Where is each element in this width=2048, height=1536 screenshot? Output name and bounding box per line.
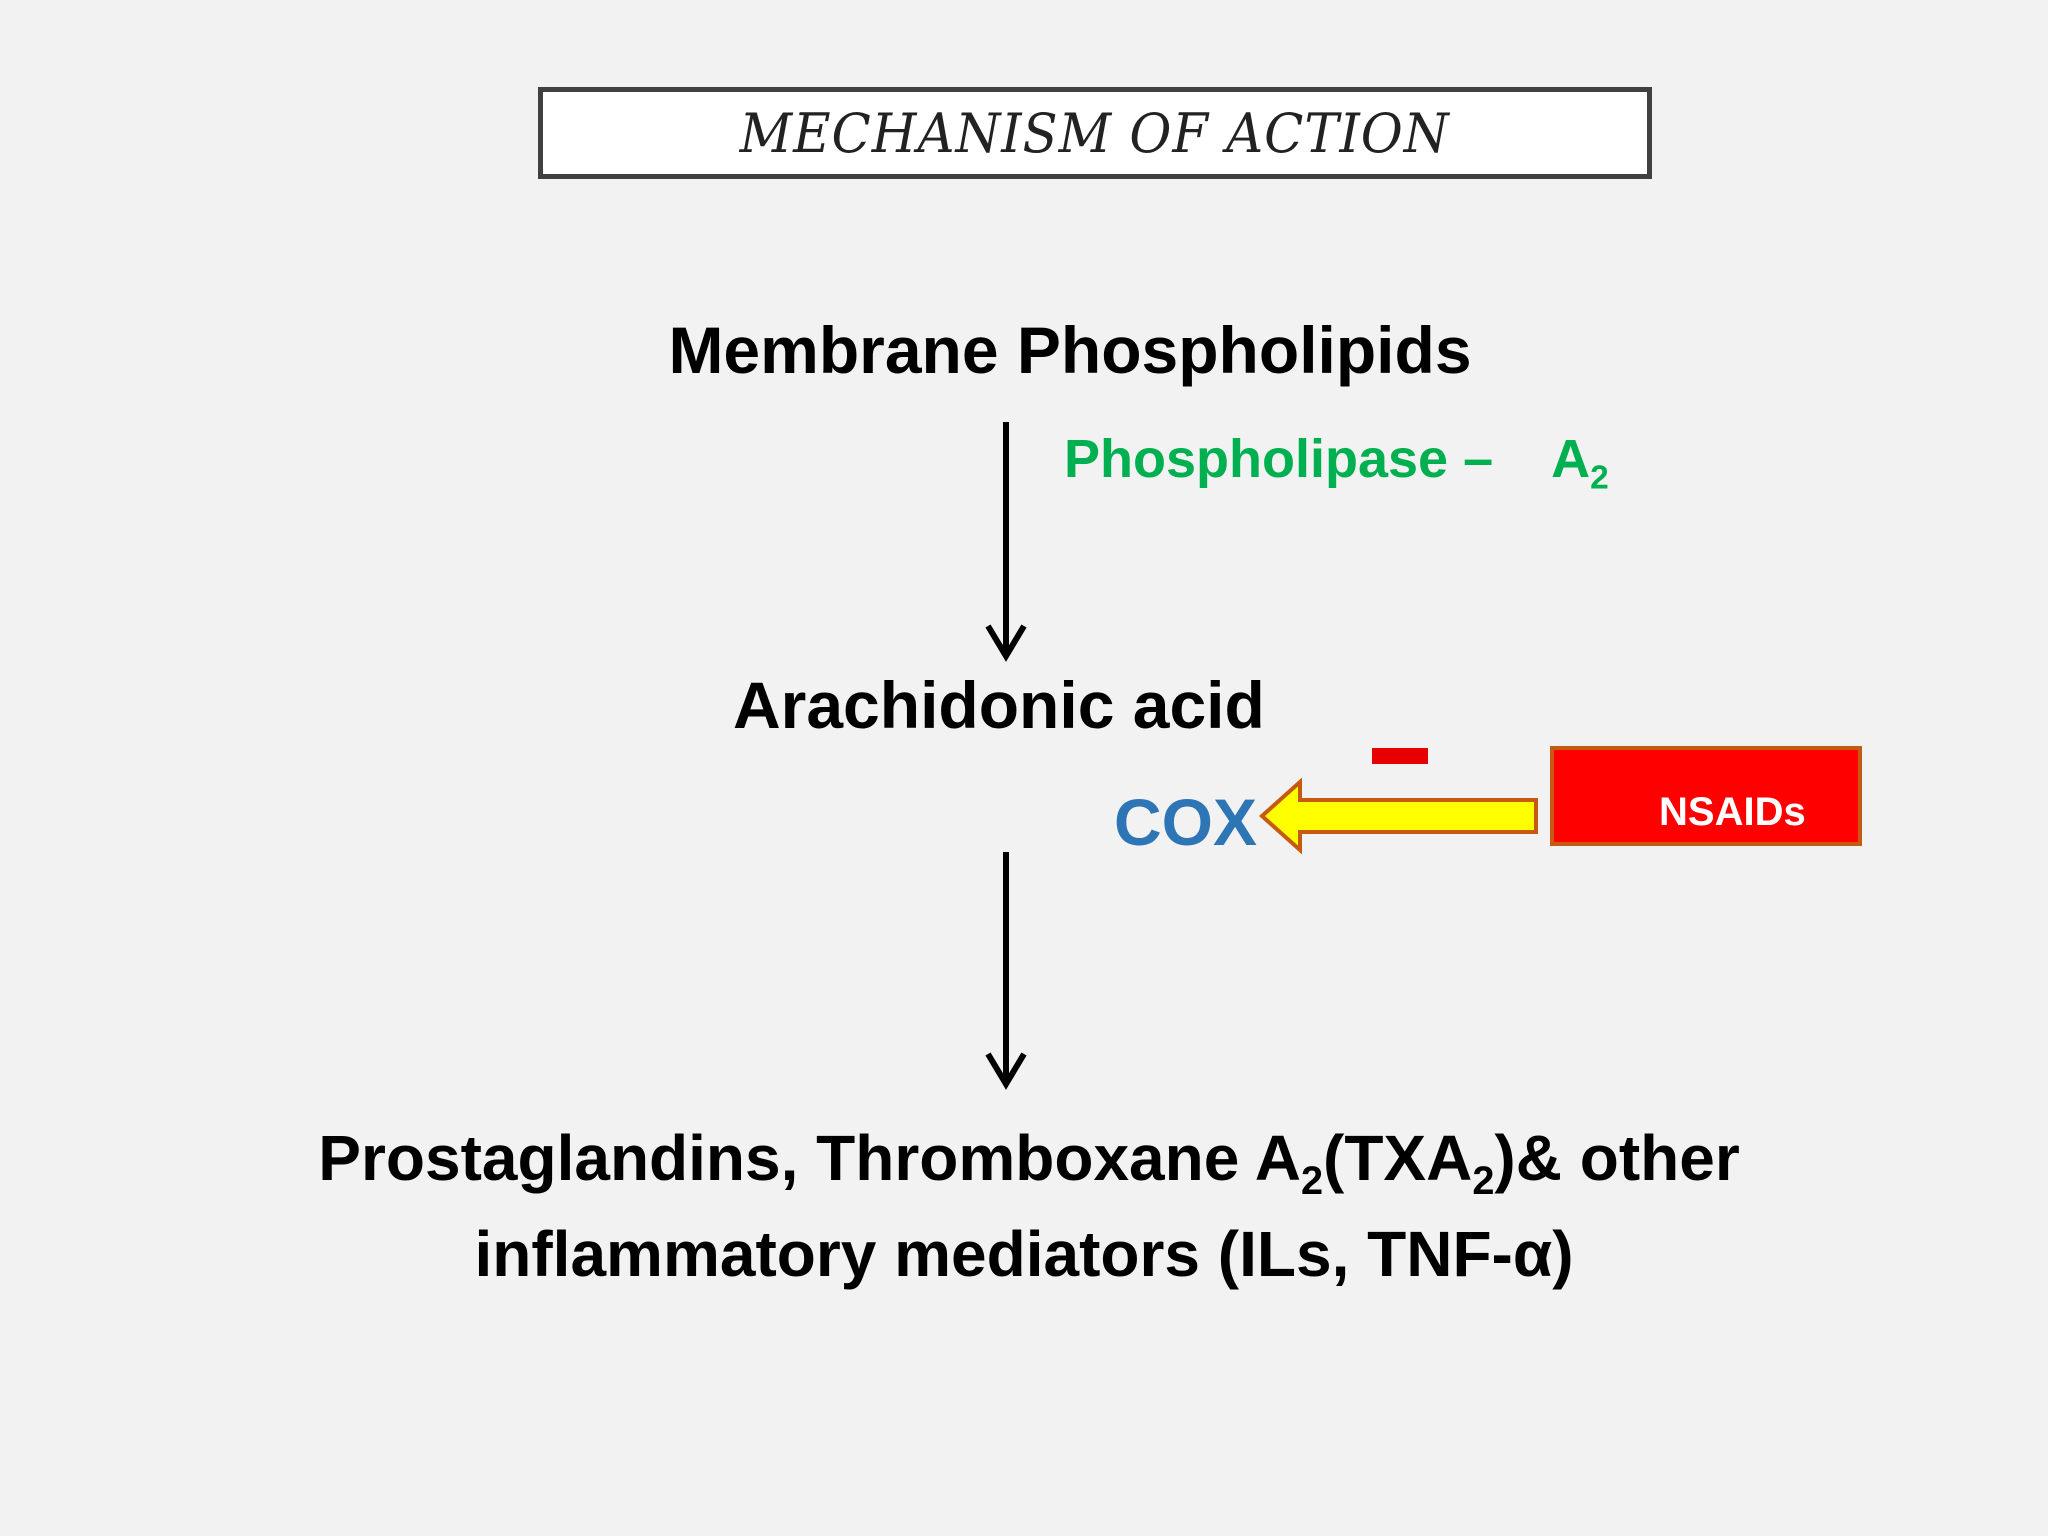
products-node: Prostaglandins, Thromboxane A2(TXA2)& ot… (0, 1110, 2048, 1302)
products-subscript-2: 2 (1472, 1158, 1495, 1203)
nsaid-inhibition-arrow (1259, 777, 1538, 855)
phospholipase-letter: A (1551, 429, 1591, 489)
slide-title: MECHANISM OF ACTION (740, 101, 1450, 165)
nsaids-label: NSAIDs (1659, 790, 1806, 834)
products-subscript-1: 2 (1300, 1158, 1324, 1203)
products-line-1: Prostaglandins, Thromboxane A2(TXA2)& ot… (0, 1110, 2048, 1206)
nsaids-box: NSAIDs (1550, 746, 1862, 846)
products-text-c: )& other (1494, 1122, 1740, 1194)
products-line-2: inflammatory mediators (ILs, TNF-α) (474, 1218, 1574, 1290)
cox-label: COX (1114, 785, 1258, 859)
inhibition-minus-sign (1372, 748, 1428, 764)
products-text-b: (TXA (1323, 1122, 1473, 1194)
arrow-arachidonic-to-products (985, 852, 1027, 1090)
phospholipase-subscript: 2 (1590, 459, 1609, 497)
arrow-membrane-to-arachidonic (985, 422, 1027, 662)
arachidonic-acid-node: Arachidonic acid (733, 668, 1265, 742)
products-text-a: Prostaglandins, Thromboxane A (318, 1122, 1301, 1194)
phospholipase-text: Phospholipase – (1064, 429, 1494, 489)
membrane-phospholipids-node: Membrane Phospholipids (668, 313, 1472, 387)
phospholipase-a2-label: Phospholipase – A2 (1064, 428, 1609, 495)
title-box: MECHANISM OF ACTION (538, 87, 1652, 179)
